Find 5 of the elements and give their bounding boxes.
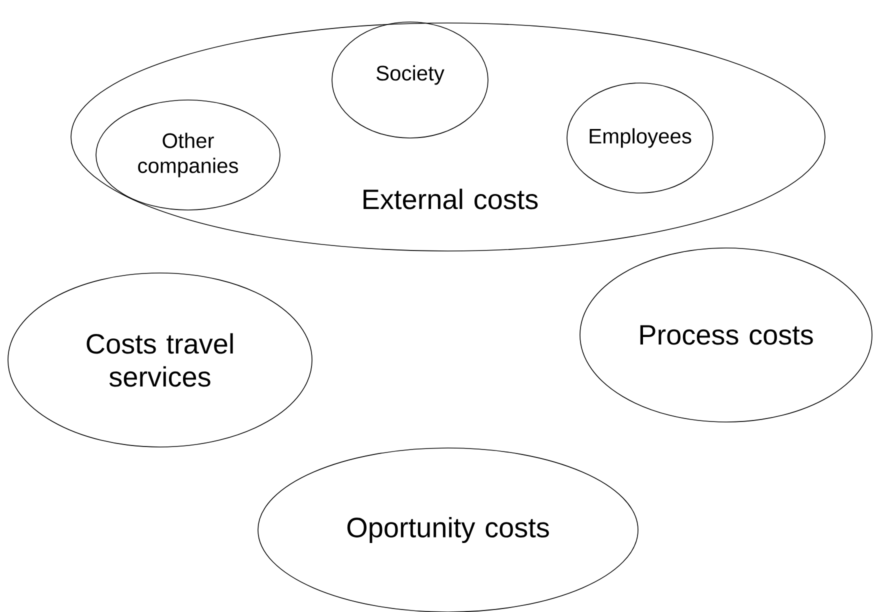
- ellipse-node: Society: [332, 22, 488, 138]
- ellipse-node: Costs travel services: [8, 272, 312, 448]
- ellipse-node: Other companies: [96, 100, 280, 210]
- ellipse-node: Process costs: [580, 248, 872, 422]
- ellipse-node: Employees: [566, 82, 714, 194]
